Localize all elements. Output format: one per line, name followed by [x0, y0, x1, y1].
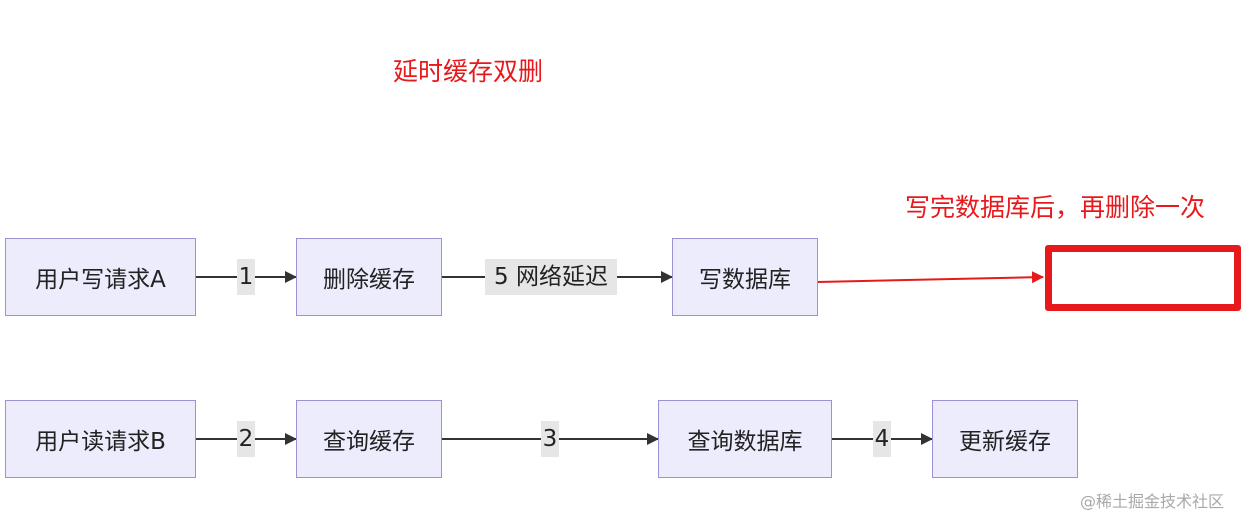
edge-label-3: 3: [541, 421, 559, 457]
edge-label-5-network-delay: 5 网络延迟: [485, 259, 617, 295]
node-write-database: 写数据库: [672, 238, 818, 316]
watermark: @稀土掘金技术社区: [1080, 492, 1225, 511]
edge-label-2: 2: [237, 421, 255, 457]
node-user-write-request-a: 用户写请求A: [5, 238, 196, 316]
node-delete-cache: 删除缓存: [296, 238, 442, 316]
diagram-title: 延时缓存双删: [393, 57, 544, 86]
node-query-database: 查询数据库: [658, 400, 832, 478]
annotation-note: 写完数据库后，再删除一次: [905, 193, 1206, 222]
node-user-read-request-b: 用户读请求B: [5, 400, 196, 478]
edge-label-1: 1: [237, 259, 255, 295]
edge-label-4: 4: [873, 421, 891, 457]
edge-a-3-red: [817, 271, 1044, 284]
highlight-box: [1045, 245, 1241, 311]
node-query-cache: 查询缓存: [296, 400, 442, 478]
node-update-cache: 更新缓存: [932, 400, 1078, 478]
